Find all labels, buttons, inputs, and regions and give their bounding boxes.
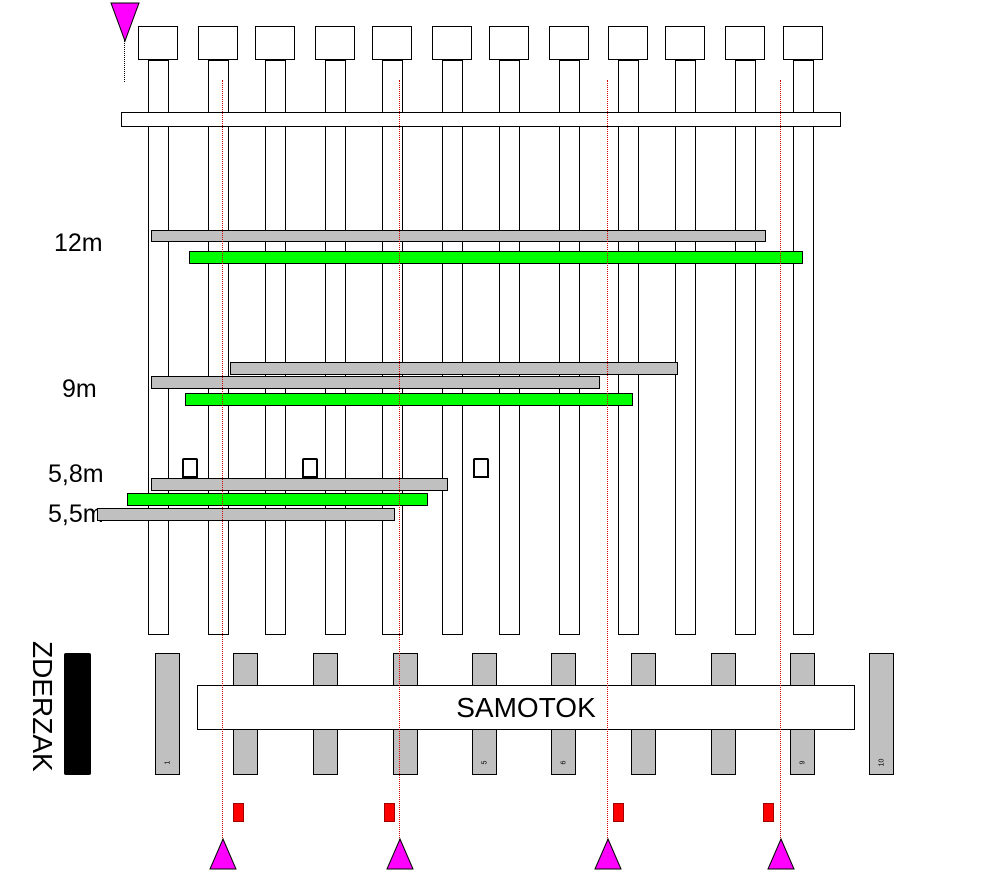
guide-line bbox=[124, 40, 125, 82]
roller-number: 10 bbox=[878, 758, 885, 767]
column-head bbox=[432, 26, 472, 60]
column-shaft bbox=[442, 60, 463, 635]
sensor-marker[interactable] bbox=[384, 803, 395, 822]
column-head bbox=[489, 26, 529, 60]
column-shaft bbox=[735, 60, 756, 635]
column-shaft bbox=[499, 60, 520, 635]
column-head bbox=[608, 26, 648, 60]
crossbar bbox=[121, 112, 841, 127]
guide-line bbox=[222, 80, 223, 850]
guide-line bbox=[780, 80, 781, 850]
bar-green-9m[interactable] bbox=[185, 393, 633, 406]
column-head bbox=[138, 26, 178, 60]
column-shaft bbox=[382, 60, 403, 635]
triangle-down-icon[interactable] bbox=[110, 2, 140, 43]
clamp-icon bbox=[473, 458, 489, 478]
column-head bbox=[783, 26, 823, 60]
column-head bbox=[372, 26, 412, 60]
bar-green-12m[interactable] bbox=[189, 251, 803, 264]
bar-gray-12m[interactable] bbox=[151, 230, 766, 242]
bumper-block bbox=[64, 653, 91, 775]
sensor-marker[interactable] bbox=[763, 803, 774, 822]
column-head bbox=[255, 26, 295, 60]
bar-gray-5-5m[interactable] bbox=[97, 508, 395, 521]
roller-number: 5 bbox=[481, 760, 488, 765]
column-head bbox=[198, 26, 238, 60]
column-head bbox=[725, 26, 765, 60]
length-label-5-8m: 5,8m bbox=[48, 460, 104, 488]
column-shaft bbox=[618, 60, 639, 635]
samotok-label: SAMOTOK bbox=[456, 691, 596, 723]
roller-number: 6 bbox=[560, 760, 567, 765]
guide-line bbox=[607, 80, 608, 850]
guide-line bbox=[399, 80, 400, 850]
roller-1[interactable]: 1 bbox=[155, 653, 180, 775]
bar-gray-5-8m[interactable] bbox=[151, 478, 448, 491]
bar-gray-9m[interactable] bbox=[151, 376, 600, 389]
column-shaft bbox=[559, 60, 580, 635]
triangle-up-icon[interactable] bbox=[767, 837, 795, 870]
column-head bbox=[549, 26, 589, 60]
sensor-marker[interactable] bbox=[613, 803, 624, 822]
bar-green-5-8m[interactable] bbox=[127, 493, 428, 506]
column-shaft bbox=[148, 60, 169, 635]
triangle-up-icon[interactable] bbox=[386, 837, 414, 870]
length-label-12m: 12m bbox=[54, 229, 103, 257]
column-shaft bbox=[675, 60, 696, 635]
triangle-up-icon[interactable] bbox=[594, 837, 622, 870]
bumper-label: ZDERZAK bbox=[27, 641, 58, 772]
sensor-marker[interactable] bbox=[233, 803, 244, 822]
column-shaft bbox=[793, 60, 814, 635]
roller-number: 9 bbox=[799, 760, 806, 765]
bar-gray-9m-upper[interactable] bbox=[230, 362, 678, 375]
column-shaft bbox=[208, 60, 229, 635]
clamp-icon bbox=[182, 458, 198, 478]
column-shaft bbox=[265, 60, 286, 635]
roller-number: 1 bbox=[164, 760, 171, 765]
triangle-up-icon[interactable] bbox=[209, 837, 237, 870]
length-label-5-5m: 5,5m bbox=[48, 500, 104, 528]
clamp-icon bbox=[302, 458, 318, 478]
column-shaft bbox=[325, 60, 346, 635]
column-head bbox=[315, 26, 355, 60]
samotok-label-box: SAMOTOK bbox=[197, 685, 855, 730]
length-label-9m: 9m bbox=[62, 375, 97, 403]
roller-10[interactable]: 10 bbox=[869, 653, 894, 775]
column-head bbox=[665, 26, 705, 60]
